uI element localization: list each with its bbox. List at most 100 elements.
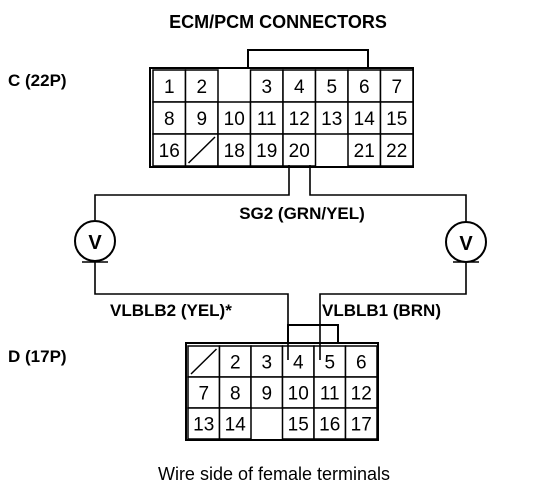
voltmeter-left-circle (74, 220, 116, 262)
connector-c-pin-number: 18 (224, 141, 245, 162)
voltmeter-right-symbol: V (459, 233, 473, 255)
connector-d-pin-cell: 7 (187, 376, 221, 409)
connector-c-pin-cell: 20 (282, 133, 317, 167)
connector-c-pin-cell: 6 (347, 69, 382, 103)
connector-c-pin-box (347, 101, 382, 135)
connector-d-pin-number: 17 (351, 414, 372, 435)
connector-d-pin-box (218, 407, 252, 440)
connector-d-pin-cell: 2 (218, 345, 252, 378)
connector-d-pin-number: 8 (230, 383, 241, 404)
connector-c-label: C (22P) (8, 71, 67, 90)
connector-c-pin-cell: 16 (152, 133, 187, 167)
connector-d-pin-cell: 13 (187, 407, 221, 440)
connector-c-pin-box (314, 101, 349, 135)
connector-d-pin-number: 7 (198, 383, 209, 404)
connector-c-pin-cell: 3 (249, 69, 284, 103)
connector-d-pin-cell: 12 (344, 376, 378, 409)
connector-d-pin-number: 3 (261, 352, 272, 373)
voltmeter-left: V (74, 220, 116, 263)
connector-c-pin-number: 14 (354, 109, 376, 130)
connector-d-pin-cell: 6 (344, 345, 378, 378)
connector-d-pin-box (344, 407, 378, 440)
connector-c-pin-number: 15 (386, 109, 407, 130)
caption: Wire side of female terminals (158, 464, 390, 484)
connector-d-pin-cell: 11 (313, 376, 347, 409)
connector-c-pin-number: 19 (256, 141, 277, 162)
connector-c-pin-box (379, 69, 414, 103)
connector-c-pin-cell: 21 (347, 133, 382, 167)
connector-d-pin-number: 5 (324, 352, 335, 373)
connector-c-pin-cell: 18 (217, 133, 252, 167)
connector-c-pin-cell: 8 (152, 101, 187, 135)
connector-c-pin-box (184, 101, 219, 135)
connector-c-pin-number: 21 (354, 141, 375, 162)
connector-c-pin-number: 13 (321, 109, 342, 130)
connector-c-pin-cell: 22 (379, 133, 414, 167)
connector-d-pin-box (281, 376, 315, 409)
wire-right-meter-d (319, 262, 467, 360)
connector-d-pin-number: 15 (288, 414, 309, 435)
connector-c-pin-cell: 15 (379, 101, 414, 135)
connector-c-pin-box (152, 69, 187, 103)
connector-c-pin-cell: 5 (314, 69, 349, 103)
connector-c-pin-number: 8 (164, 109, 175, 130)
connector-d-pin-number: 9 (261, 383, 272, 404)
connector-c-pin-number: 6 (359, 77, 370, 98)
connector-c-pin-cell: 1 (152, 69, 187, 103)
connector-c-pin-cell: 10 (217, 101, 252, 135)
wire-left-meter-d (94, 262, 289, 360)
connector-c-pin-number: 3 (261, 77, 272, 98)
connector-c-pin-number: 4 (294, 77, 305, 98)
diagram-title: ECM/PCM CONNECTORS (169, 12, 387, 32)
connector-c-pin-cell: 9 (184, 101, 219, 135)
connector-d-pin-box (344, 345, 378, 378)
connector-d-pin-box (313, 407, 347, 440)
connector-c-pin-box (379, 133, 414, 167)
connector-c-pin-box (347, 133, 382, 167)
connector-c-pin-cell: 4 (282, 69, 317, 103)
connector-c-pin-number: 10 (224, 109, 245, 130)
connector-c-pin-cell: 12 (282, 101, 317, 135)
wire-c20-right-meter (309, 165, 467, 222)
connector-c-pin-cell: 13 (314, 101, 349, 135)
connector-c-pin-number: 7 (391, 77, 402, 98)
connector-d-pin-cell: 15 (281, 407, 315, 440)
connector-d-pin-cell: 10 (281, 376, 315, 409)
wire-c20-left-meter (94, 165, 290, 220)
connector-d-pin-cell: 5 (313, 345, 347, 378)
connector-c-pin-cell: 19 (249, 133, 284, 167)
connector-d-pin-number: 14 (225, 414, 247, 435)
voltmeter-right: V (445, 221, 487, 263)
connector-c-pin-box (217, 133, 252, 167)
connector-c-pin-box (379, 101, 414, 135)
connector-c-pin-number: 9 (196, 109, 207, 130)
connector-d-pin-number: 13 (193, 414, 214, 435)
wiring (94, 165, 467, 360)
connector-d-pin-cell (187, 345, 221, 378)
connector-d-label: D (17P) (8, 347, 67, 366)
connector-c-pin-number: 5 (326, 77, 337, 98)
connector-d-pin-number: 4 (293, 352, 304, 373)
connector-d-pin-box (218, 345, 252, 378)
wire-label-vlblb1: VLBLB1 (BRN) (322, 301, 441, 320)
voltmeter-right-circle (445, 221, 487, 263)
connector-d-pin-number: 16 (319, 414, 340, 435)
connector-c-unused-pin-mark (187, 136, 216, 164)
connector-c-pin-number: 22 (386, 141, 407, 162)
connector-c-pin-box (282, 133, 317, 167)
connector-d-pin-box (187, 407, 221, 440)
connector-c-pin-number: 12 (289, 109, 310, 130)
connector-c-pin-cell: 11 (249, 101, 284, 135)
wire-label-sg2: SG2 (GRN/YEL) (239, 204, 365, 223)
connector-c-pin-number: 11 (257, 109, 277, 130)
connector-d-pin-number: 2 (230, 352, 241, 373)
connector-d-pin-cell: 8 (218, 376, 252, 409)
connector-c-pin-number: 1 (164, 77, 175, 98)
connector-d-pin-box (250, 345, 284, 378)
connector-c-pin-cell: 2 (184, 69, 219, 103)
connector-d-pin-number: 10 (288, 383, 309, 404)
connector-c-pin-cell: 14 (347, 101, 382, 135)
connector-c-pin-cell: 7 (379, 69, 414, 103)
